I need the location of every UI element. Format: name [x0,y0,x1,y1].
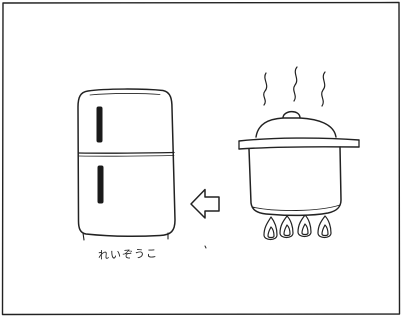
refrigerator-icon [77,88,176,241]
steam-icon [263,66,326,107]
left-arrow-icon [190,188,220,219]
stray-mark [204,245,207,249]
burner-flame-icon [263,214,332,241]
cooking-pot-icon [238,110,360,217]
panel-frame [1,1,401,316]
